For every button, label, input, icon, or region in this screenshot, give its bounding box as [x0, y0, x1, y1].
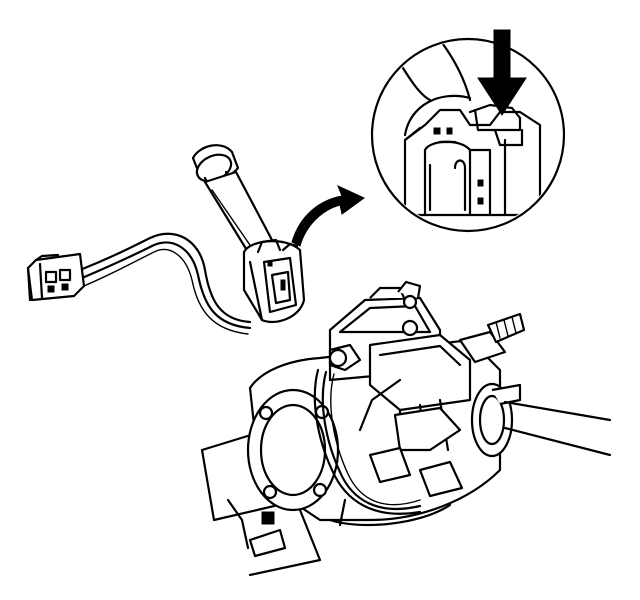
locking-tab-press-arrow: [477, 29, 527, 116]
detail-magnifier-view: [370, 29, 566, 233]
detail-callout-arrow: [291, 185, 365, 247]
wiring-harness-connector: [26, 232, 252, 335]
steering-column-assembly: [200, 280, 612, 577]
multifunction-switch-lever: [191, 144, 306, 324]
